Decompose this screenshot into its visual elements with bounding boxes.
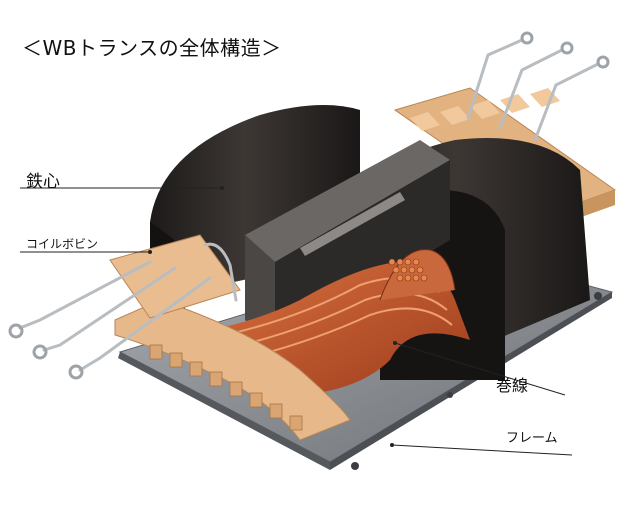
terminal-rings-back [520, 31, 610, 69]
terminal-leads-front [18, 242, 238, 372]
leader-line-frame [391, 444, 573, 456]
frame-hole [447, 392, 453, 398]
leader-line-winding [394, 342, 566, 396]
coil-bobbin-front [109, 234, 351, 441]
label-coil-bobbin: コイルボビン [26, 237, 99, 251]
label-core: 鉄心 [26, 172, 60, 192]
leader-lines [20, 187, 573, 456]
frame-hole [594, 292, 602, 300]
page-title: ＜WBトランスの全体構造＞ [22, 36, 282, 60]
leader-dots [148, 186, 397, 447]
terminal-leads-back [466, 38, 600, 142]
frame-hole [351, 462, 359, 470]
label-frame: フレーム [506, 431, 558, 446]
label-winding: 巻線 [496, 376, 529, 395]
terminal-rings-front [8, 323, 84, 380]
